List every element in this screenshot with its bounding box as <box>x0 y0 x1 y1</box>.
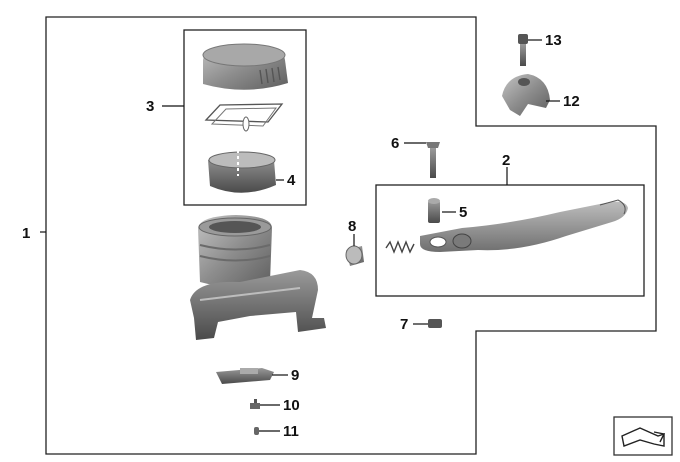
callout-11: 11 <box>283 423 299 440</box>
brake-lever <box>420 199 628 252</box>
lever-spring <box>385 240 415 254</box>
pivot-pin <box>426 142 440 178</box>
nut <box>428 319 442 328</box>
callout-8: 8 <box>348 218 356 235</box>
clamp-screw <box>518 34 528 66</box>
callout-13: 13 <box>545 32 562 49</box>
brake-light-switch <box>216 368 274 384</box>
leader-lines <box>40 39 560 432</box>
callout-10: 10 <box>283 397 300 414</box>
cap-membrane <box>204 103 284 132</box>
reservoir-ring <box>208 150 276 193</box>
callout-9: 9 <box>291 367 299 384</box>
bushing <box>428 198 440 223</box>
callout-1: 1 <box>22 225 30 242</box>
callout-7: 7 <box>400 316 408 333</box>
callout-2: 2 <box>502 152 510 169</box>
callout-3: 3 <box>146 98 154 115</box>
callout-5: 5 <box>459 204 467 221</box>
arrow-path-icon[interactable] <box>613 416 673 456</box>
callout-12: 12 <box>563 93 580 110</box>
callout-6: 6 <box>391 135 399 152</box>
handlebar-clamp <box>502 74 550 116</box>
screw <box>250 399 260 409</box>
callouts: 1 2 3 4 5 6 7 8 9 10 11 12 13 <box>22 32 580 440</box>
dust-boot <box>345 245 364 266</box>
reservoir-frame <box>183 29 307 206</box>
main-frame <box>45 16 657 455</box>
master-cylinder <box>190 215 326 340</box>
small-pin <box>254 427 259 435</box>
reservoir-cap <box>202 43 288 90</box>
callout-4: 4 <box>287 172 296 189</box>
lever-frame <box>375 184 645 297</box>
